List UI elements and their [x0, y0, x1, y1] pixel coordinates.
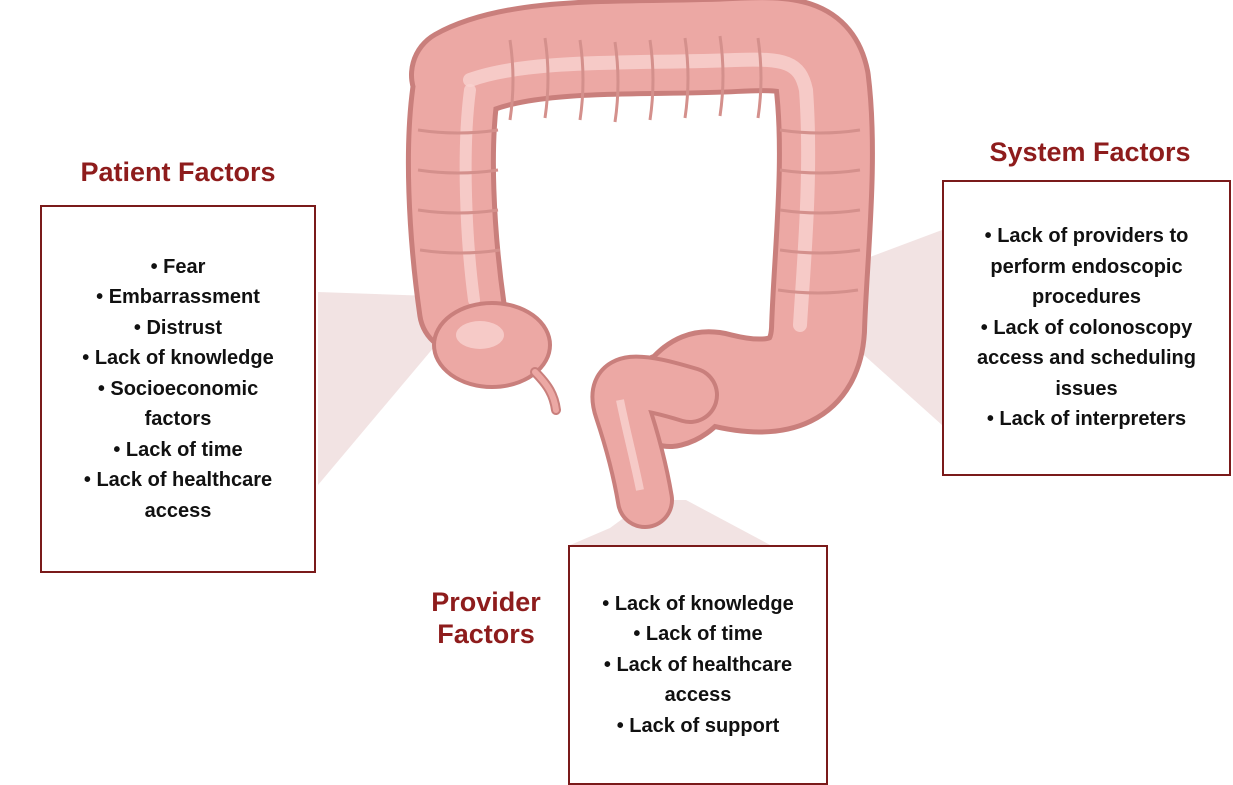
provider-factor-item: Lack of support: [570, 711, 826, 742]
patient-factors-list: Fear Embarrassment Distrust Lack of know…: [42, 252, 314, 527]
patient-factor-item: Socioeconomic factors: [42, 374, 314, 435]
provider-factor-item: Lack of time: [570, 619, 826, 650]
patient-factor-item: Lack of healthcare access: [42, 465, 314, 526]
system-factors-box: Lack of providers to perform endoscopic …: [942, 180, 1231, 476]
patient-factor-item: Lack of knowledge: [42, 343, 314, 374]
system-factors-list: Lack of providers to perform endoscopic …: [944, 221, 1229, 435]
patient-factors-heading: Patient Factors: [40, 156, 316, 188]
system-factor-item: Lack of colonoscopy access and schedulin…: [944, 313, 1229, 405]
provider-factor-item: Lack of knowledge: [570, 589, 826, 620]
patient-factor-item: Distrust: [42, 313, 314, 344]
patient-factor-item: Lack of time: [42, 435, 314, 466]
provider-factors-list: Lack of knowledge Lack of time Lack of h…: [570, 589, 826, 742]
provider-factor-item: Lack of healthcare access: [570, 650, 826, 711]
provider-factors-heading: Provider Factors: [422, 586, 550, 651]
patient-factor-item: Embarrassment: [42, 282, 314, 313]
system-factor-item: Lack of providers to perform endoscopic …: [944, 221, 1229, 313]
system-factor-item: Lack of interpreters: [944, 404, 1229, 435]
patient-factors-box: Fear Embarrassment Distrust Lack of know…: [40, 205, 316, 573]
provider-factors-box: Lack of knowledge Lack of time Lack of h…: [568, 545, 828, 785]
system-factors-heading: System Factors: [950, 136, 1230, 168]
patient-factor-item: Fear: [42, 252, 314, 283]
